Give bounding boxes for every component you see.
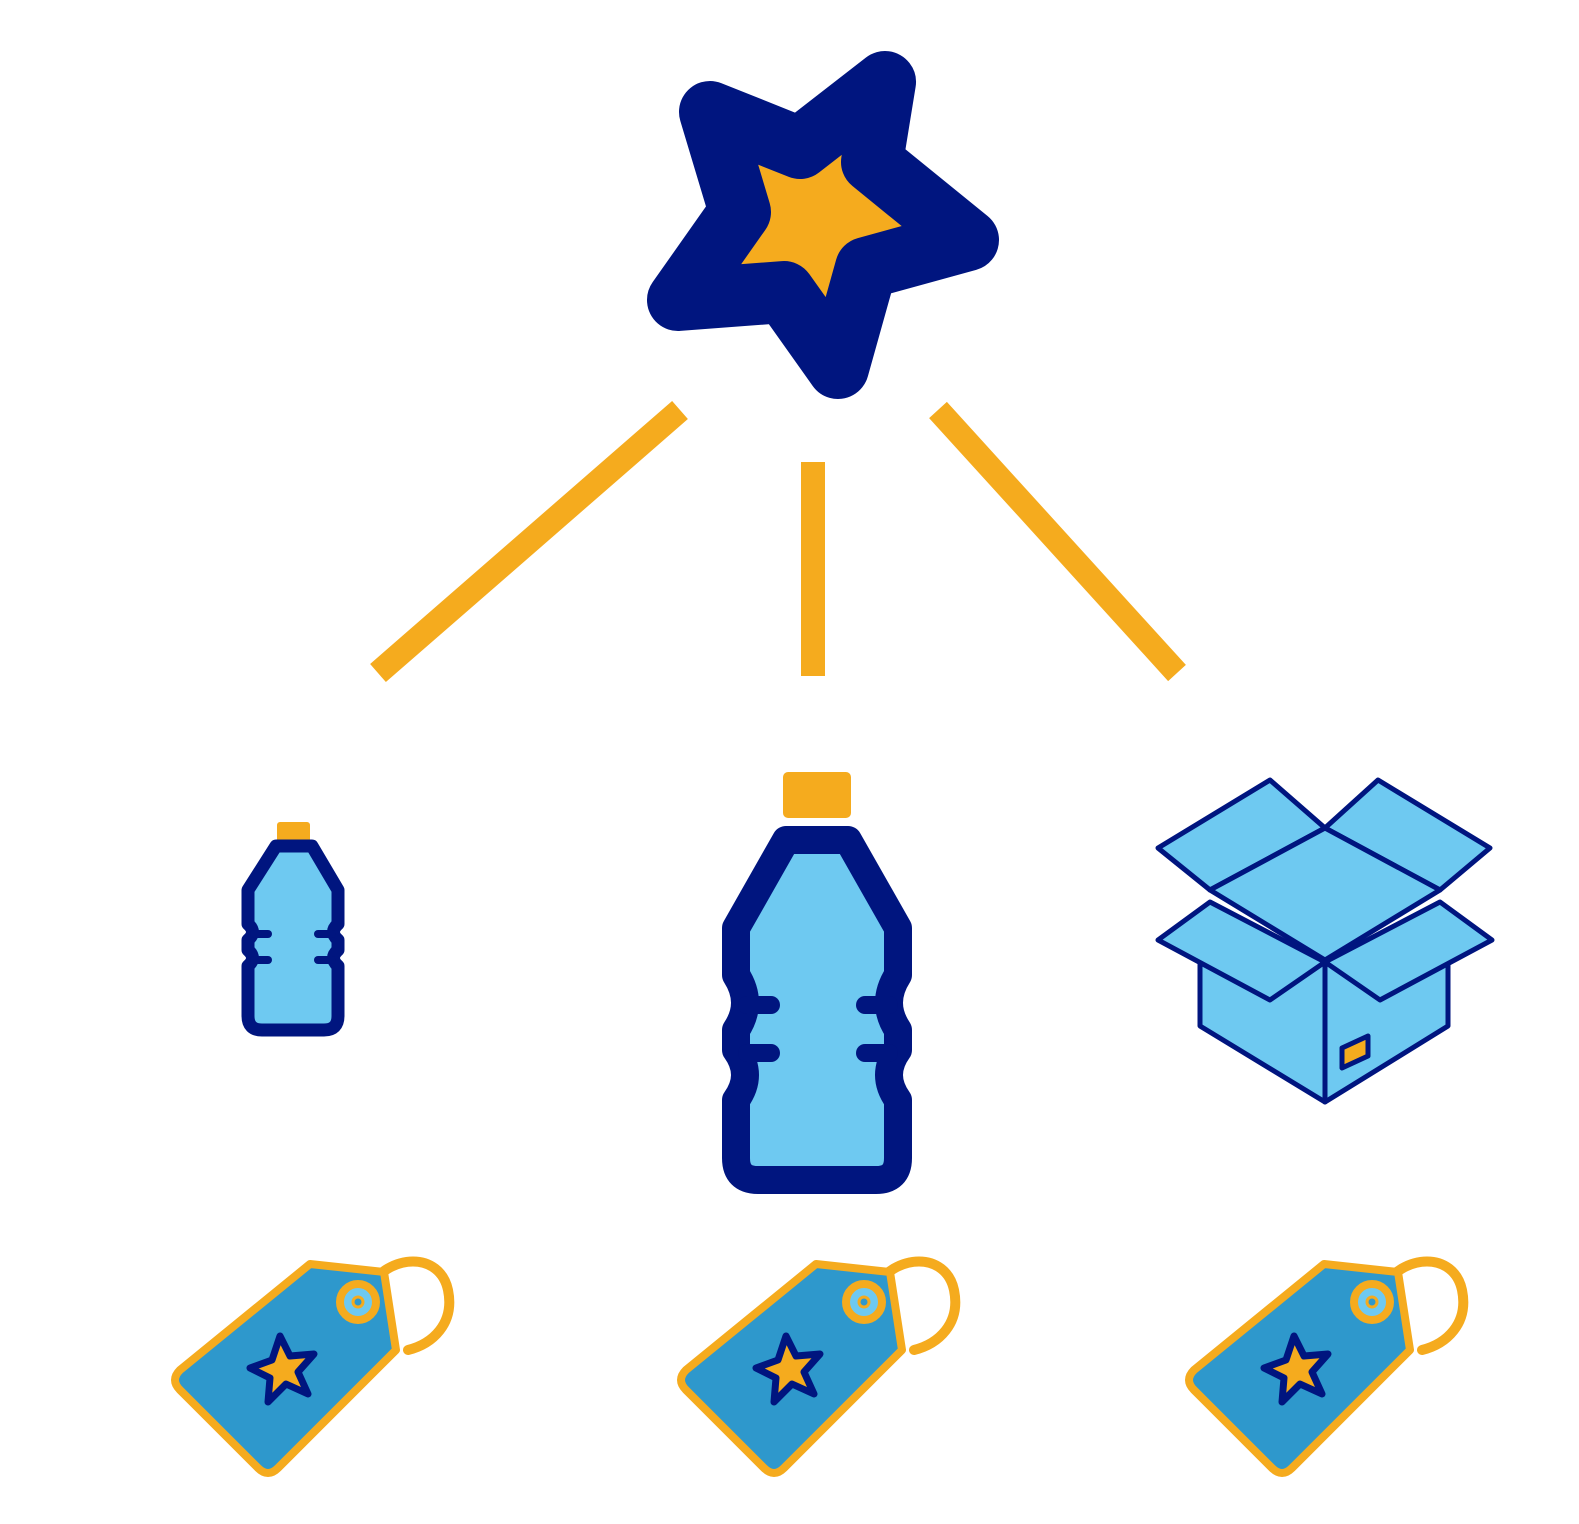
large-bottle-icon [722, 772, 912, 1194]
open-box-icon [1155, 777, 1495, 1105]
price-tag-left [175, 1262, 449, 1474]
connector-lines [370, 400, 1186, 683]
star-icon [647, 51, 999, 399]
connector-left [370, 400, 688, 683]
small-bottle-icon [241, 822, 345, 1037]
connector-right [929, 401, 1186, 682]
price-tag-center [681, 1262, 955, 1474]
price-tag-right [1189, 1262, 1463, 1474]
